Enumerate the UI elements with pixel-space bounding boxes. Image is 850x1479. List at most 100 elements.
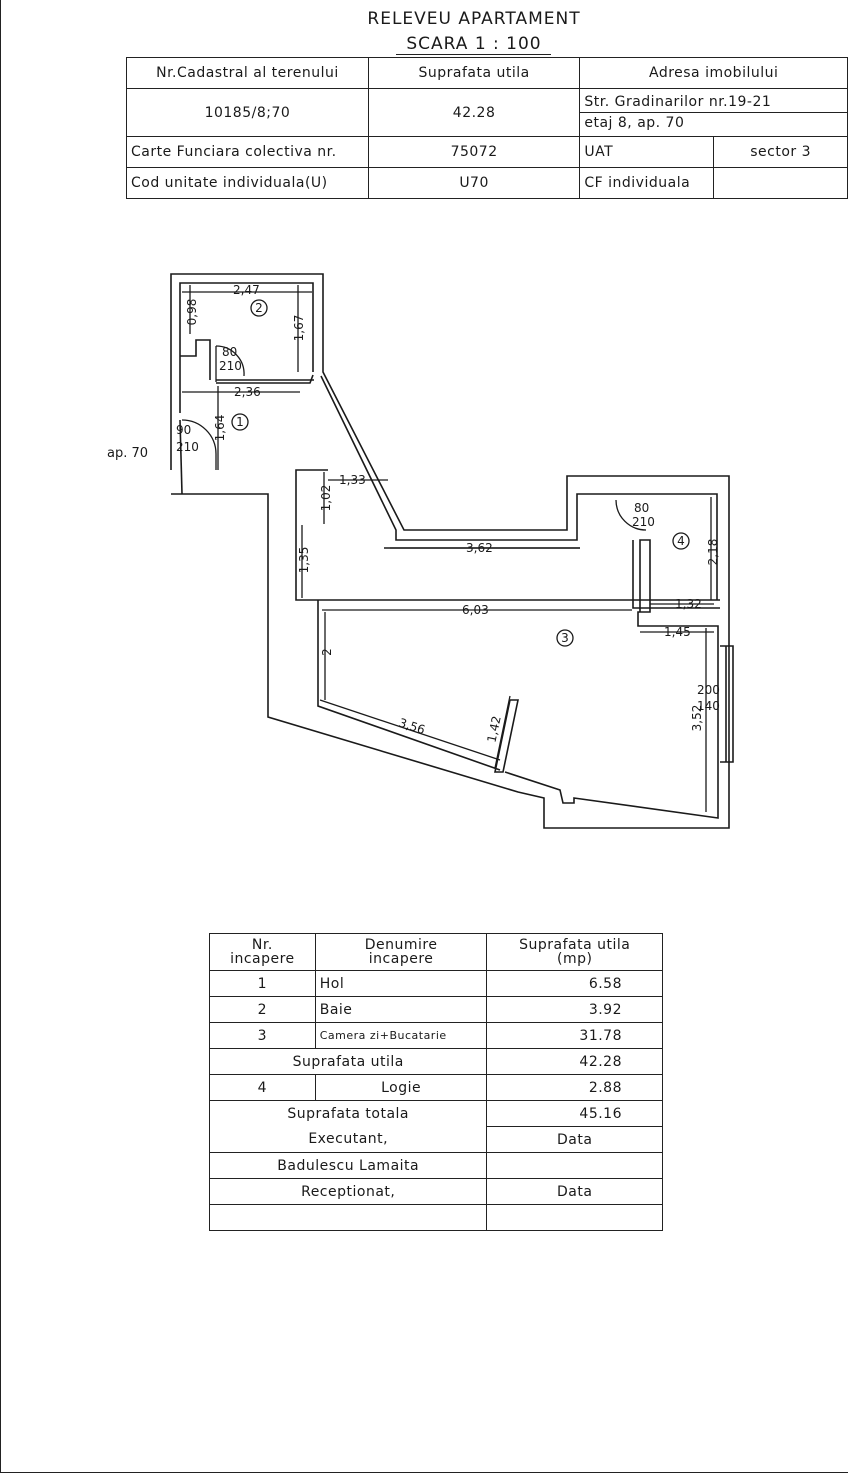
bath-door-width: 80 [222,345,237,359]
dim-167: 1,67 [292,315,306,342]
table-row: 2 Baie 3.92 [209,996,663,1023]
col-no-line-2: incapere [230,951,295,967]
received-label: Receptionat, [208,1178,488,1205]
dim-145: 1,45 [664,625,691,639]
room-3-circle [556,629,574,647]
outer-wall [170,273,730,829]
loggia-door-arc [615,499,647,531]
col-no-header: Nr. incapere [209,933,316,971]
loggia-door-height: 210 [632,515,655,529]
window-height: 140 [697,699,720,713]
dim-098: 0,98 [185,299,199,326]
bath-door-height: 210 [219,359,242,373]
executant-label: Executant, [208,1126,488,1153]
col-area-line-2: (mp) [556,951,593,967]
received-name [208,1204,488,1231]
entry-door-width: 90 [176,423,191,437]
room-4-circle [672,532,690,550]
dim-164: 1,64 [213,415,227,442]
executant-date-label: Data [486,1126,663,1153]
window-width: 200 [697,683,720,697]
living-right-wall [504,539,719,819]
loggia-area: 2.88 [486,1074,663,1101]
loggia-door-width: 80 [634,501,649,515]
dim-352: 3,52 [690,705,704,732]
dim-133: 1,33 [339,473,366,487]
dim-135: 1,35 [297,547,311,574]
cf-label: Carte Funciara colectiva nr. [126,136,369,168]
table-row: 4 Logie 2.88 [209,1074,663,1101]
col-area-header: Suprafata utila (mp) [486,933,663,971]
room-2-name: Baie [314,996,488,1023]
total-value: 45.16 [486,1100,663,1127]
apartment-label: ap. 70 [107,446,148,461]
total-label: Suprafata totala [208,1100,488,1127]
col-name-line-1: Denumire [364,937,438,953]
col-area-line-1: Suprafata utila [519,937,631,953]
living-left-wall [317,600,501,771]
executant-name: Badulescu Lamaita [208,1152,488,1179]
room-2-number: 2 [255,301,263,315]
room-1-name: Hol [314,970,488,997]
table-row: Suprafata totala 45.16 [208,1100,663,1127]
dim-line-356 [319,699,501,761]
dim-603: 6,03 [462,603,489,617]
dim-218: 2,18 [706,539,720,566]
scale-label: SCARA 1 : 100 [406,34,542,54]
dimension-lines [182,285,714,812]
address-header: Adresa imobilului [579,57,848,89]
living-top-wall [295,469,720,601]
unit-value: U70 [367,167,581,199]
room-2-circle [250,299,268,317]
col-name-header: Denumire incapere [314,933,488,971]
dim-132: 1,32 [675,597,702,611]
door-arcs [181,345,647,531]
col-name-line-2: incapere [368,951,434,967]
dim-236: 2,36 [234,385,261,399]
room-1-number: 1 [236,415,244,429]
room-3-number: 3 [561,631,569,645]
dim-142: 1,42 [484,715,503,744]
address-line-1: Str. Gradinarilor nr.19-21 [580,92,847,113]
table-row [208,1204,663,1231]
room-3-area: 31.78 [486,1022,663,1049]
usable-label: Suprafata utila [208,1048,488,1075]
header-table: Nr.Cadastral al terenului Suprafata util… [126,57,848,199]
dim-2: 2 [320,648,334,656]
bath-door-arc [215,345,245,377]
room-4-number: 4 [677,534,685,548]
address-line-2: etaj 8, ap. 70 [584,115,685,131]
loggia-name: Logie [314,1074,488,1101]
dim-356: 3,56 [397,716,427,738]
room-1-area: 6.58 [486,970,663,997]
table-row: Receptionat, Data [208,1178,663,1205]
col-no-line-1: Nr. [251,937,273,953]
address-value: Str. Gradinarilor nr.19-21 etaj 8, ap. 7… [579,88,848,137]
loggia-no: 4 [209,1074,316,1101]
walls [170,273,734,829]
bath-bottom-wall [216,374,314,384]
room-1-circle [231,413,249,431]
dim-362: 3,62 [466,541,493,555]
room-3-no: 3 [209,1022,316,1049]
partition [494,699,519,773]
cadastral-value: 10185/8;70 [126,88,369,137]
dim-line-142 [494,695,511,769]
table-row: Suprafata utila 42.28 [208,1048,663,1075]
room-1-no: 1 [209,970,316,997]
table-row: 3 Camera zi+Bucatarie 31.78 [209,1022,663,1049]
title-underline [396,54,551,55]
room-number-circles [231,299,690,647]
inner-wall-upper [320,375,718,600]
room-2-area: 3.92 [486,996,663,1023]
executant-date-value [486,1152,663,1179]
table-row: Badulescu Lamaita [208,1152,663,1179]
room-3-name: Camera zi+Bucatarie [314,1022,488,1049]
entry-jamb [179,419,183,495]
entry-door-height: 210 [176,440,199,454]
dim-102: 1,02 [319,485,333,512]
unit-label: Cod unitate individuala(U) [126,167,369,199]
cf-individual-value [713,167,848,199]
